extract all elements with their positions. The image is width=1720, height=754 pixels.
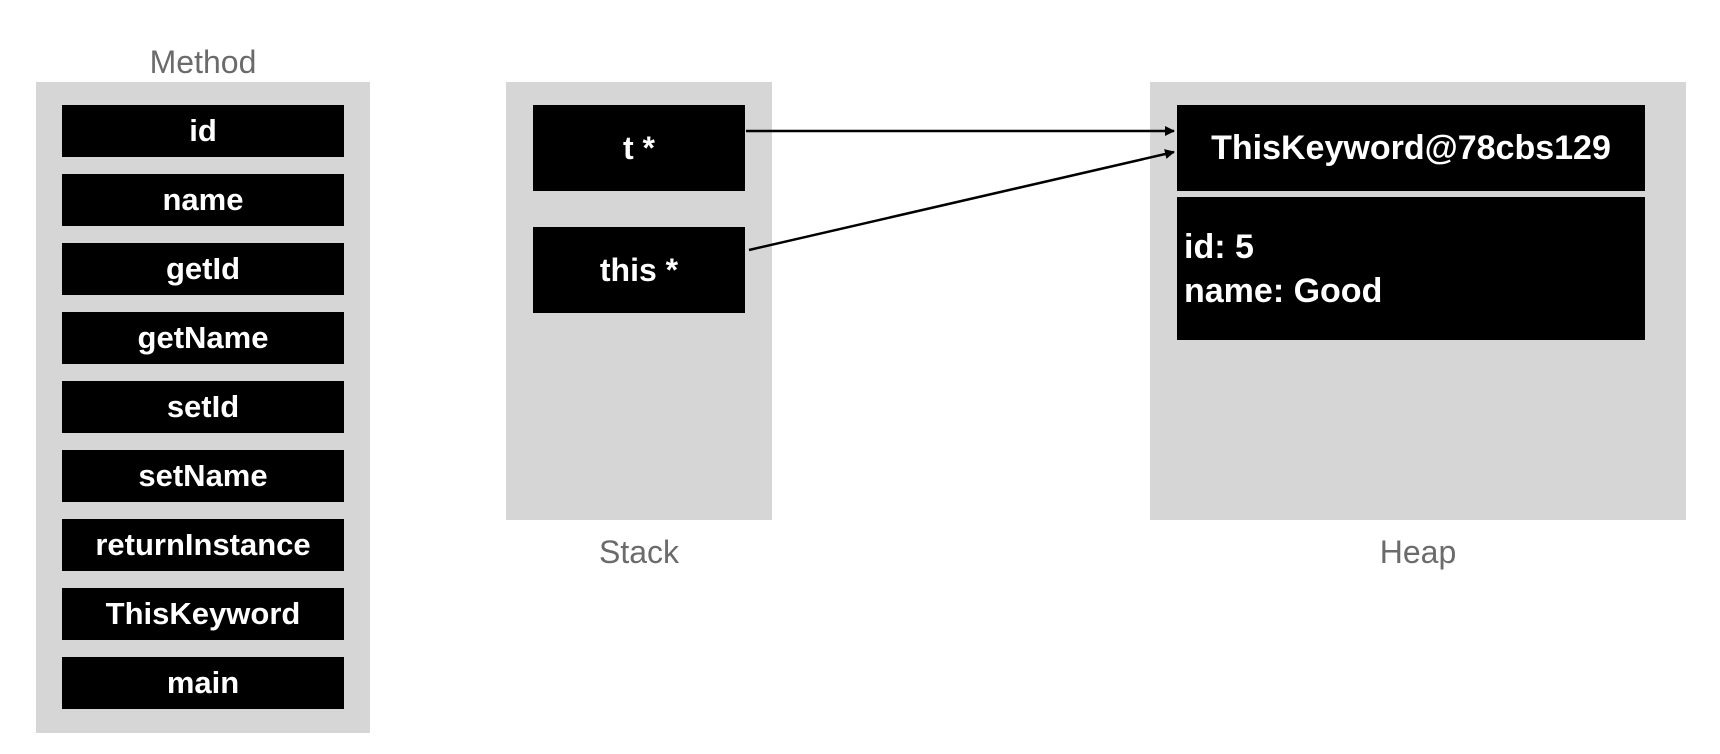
heap-area-panel: ThisKeyword@78cbs129 id: 5 name: Good [1150, 82, 1686, 520]
method-item-thiskeyword: ThisKeyword [62, 588, 344, 640]
method-item-returninstance: returnInstance [62, 519, 344, 571]
method-item-name: name [62, 174, 344, 226]
heap-field-id: id: 5 [1184, 228, 1254, 266]
stack-area-label: Stack [598, 534, 680, 570]
arrow-this-to-object [748, 149, 1175, 252]
method-item-setid: setId [62, 381, 344, 433]
heap-object-header: ThisKeyword@78cbs129 [1177, 105, 1645, 191]
stack-ref-t: t * [533, 105, 745, 191]
heap-field-name: name: Good [1184, 272, 1383, 310]
method-area-panel: id name getId getName setId setName retu… [36, 82, 370, 733]
method-item-getid: getId [62, 243, 344, 295]
heap-object-fields: id: 5 name: Good [1177, 197, 1645, 340]
method-item-setname: setName [62, 450, 344, 502]
stack-area-panel: t * this * [506, 82, 772, 520]
method-item-getname: getName [62, 312, 344, 364]
method-item-main: main [62, 657, 344, 709]
method-area-label: Method [149, 44, 257, 80]
method-item-id: id [62, 105, 344, 157]
stack-ref-this: this * [533, 227, 745, 313]
heap-area-label: Heap [1379, 534, 1457, 570]
